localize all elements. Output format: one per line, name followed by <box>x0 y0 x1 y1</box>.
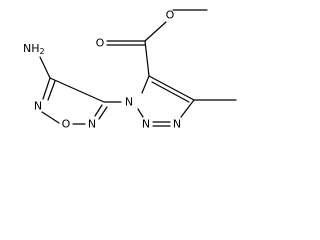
atom-label-triazole-n2: N <box>142 118 150 131</box>
atom-label-amine-n: NH2 <box>23 42 45 56</box>
bond-c5-carbonyl-c <box>144 40 150 77</box>
bond-furazan-n-o <box>41 111 60 124</box>
bond-triazole-n1-c5 <box>141 75 150 94</box>
atom-label-furazan-n-right: N <box>88 118 96 131</box>
bond-triazole-c4-n3 <box>180 99 195 118</box>
bond-furazan-c-n-double-b <box>47 80 56 101</box>
atom-label-triazole-n3: N <box>173 118 181 131</box>
bond-c-nh2 <box>39 56 51 79</box>
atom-label-triazole-n1: N <box>125 96 133 109</box>
atom-label-amine-subscript: 2 <box>40 47 45 56</box>
atom-label-furazan-o: O <box>62 118 71 131</box>
atom-label-ester-o: O <box>166 9 175 22</box>
bond-furazan-c-n-double-a <box>42 77 51 100</box>
atom-label-furazan-n-top: N <box>34 100 42 113</box>
bond-triazole-n2-n1 <box>137 108 144 118</box>
atom-label-layer: NH2 N O N N N N O O <box>23 9 181 131</box>
bond-layer <box>39 9 237 127</box>
bond-furazan-n-c-double-b <box>98 106 108 120</box>
atom-label-carbonyl-o: O <box>96 37 105 50</box>
bond-carbonyl-ester-o <box>144 21 167 42</box>
chemical-structure: NH2 N O N N N N O O <box>23 9 237 131</box>
bond-triazole-c5-c4-b <box>151 81 190 103</box>
bond-furazan-n-c-double-a <box>94 104 103 117</box>
bond-triazole-c5-c4-a <box>148 75 195 101</box>
bond-furazan-c-c <box>49 77 105 103</box>
